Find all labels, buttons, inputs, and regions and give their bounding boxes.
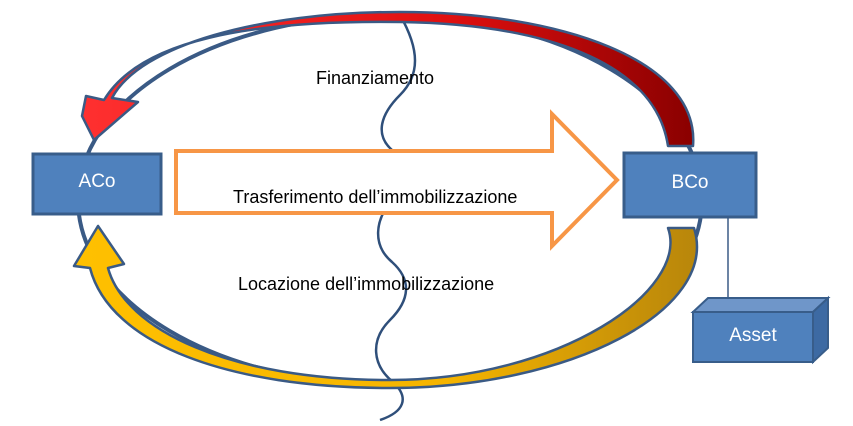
wave-separator (374, 14, 417, 422)
bco-box (622, 151, 758, 219)
lease-label: Locazione dell’immobilizzazione (238, 274, 495, 294)
bco-label: BCo (671, 172, 709, 193)
transfer-label: Trasferimento dell’immobilizzazione (233, 187, 518, 207)
transfer-arrow (174, 109, 620, 251)
asset-label: Asset (729, 325, 777, 346)
lease-arrow (72, 224, 699, 390)
finance-label: Finanziamento (316, 68, 435, 88)
asset-box (690, 295, 831, 365)
finance-arrow (80, 10, 695, 148)
aco-label: ACo (78, 171, 116, 192)
aco-box (31, 152, 163, 216)
